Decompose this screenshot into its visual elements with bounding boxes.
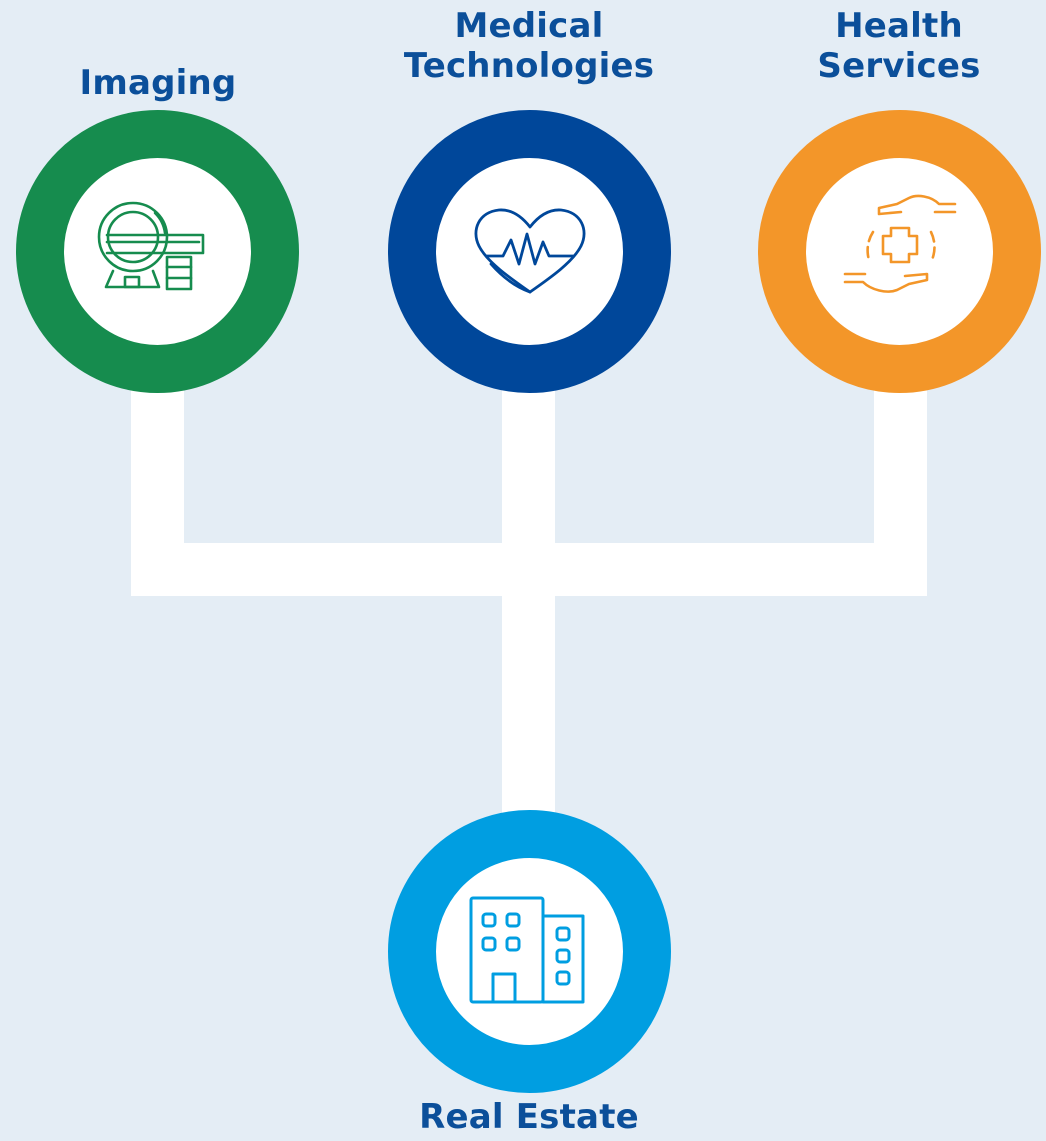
heartbeat-icon bbox=[465, 200, 595, 304]
medical-technologies-node bbox=[388, 110, 671, 393]
mri-scanner-icon bbox=[93, 195, 223, 309]
health-services-node bbox=[758, 110, 1041, 393]
real-estate-label: Real Estate bbox=[419, 1097, 639, 1137]
building-icon bbox=[465, 894, 595, 1010]
real-estate-node bbox=[388, 810, 671, 1093]
caring-hands-cross-icon bbox=[835, 190, 965, 314]
health-services-label-line2: Services bbox=[817, 46, 981, 86]
imaging-node bbox=[16, 110, 299, 393]
connector-center-vertical bbox=[502, 385, 555, 835]
health-services-label: Health Services bbox=[799, 6, 999, 86]
health-services-label-line1: Health bbox=[835, 6, 963, 46]
medical-technologies-label: Medical Technologies bbox=[379, 6, 679, 86]
imaging-label: Imaging bbox=[79, 63, 237, 103]
medical-technologies-label-line2: Technologies bbox=[403, 46, 655, 86]
medical-technologies-label-line1: Medical bbox=[454, 6, 604, 46]
